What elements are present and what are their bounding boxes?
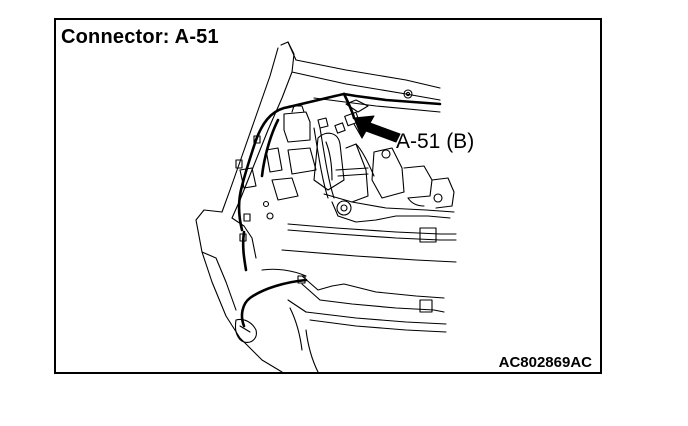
harness-clips-drawing (235, 135, 306, 284)
fender-drawing (195, 209, 283, 372)
reservoir-drawing (239, 105, 329, 201)
connector-callout-label: A-51 (B) (396, 130, 475, 153)
hoses-drawing (313, 127, 369, 199)
diagram-title: Connector: A-51 (61, 26, 219, 48)
bumper-drawing (234, 268, 447, 372)
diagram-frame: Connector: A-51 A-51 (B) AC802869AC (54, 18, 602, 374)
hood-drawing (221, 41, 297, 219)
radiator-support-drawing (281, 223, 457, 263)
callout-arrow-icon (353, 115, 401, 143)
figure-code: AC802869AC (498, 354, 592, 371)
engine-drawing (313, 132, 455, 223)
engine-bay-illustration (195, 41, 457, 372)
cowl-drawing (291, 59, 441, 113)
wiring-harness (237, 92, 442, 328)
